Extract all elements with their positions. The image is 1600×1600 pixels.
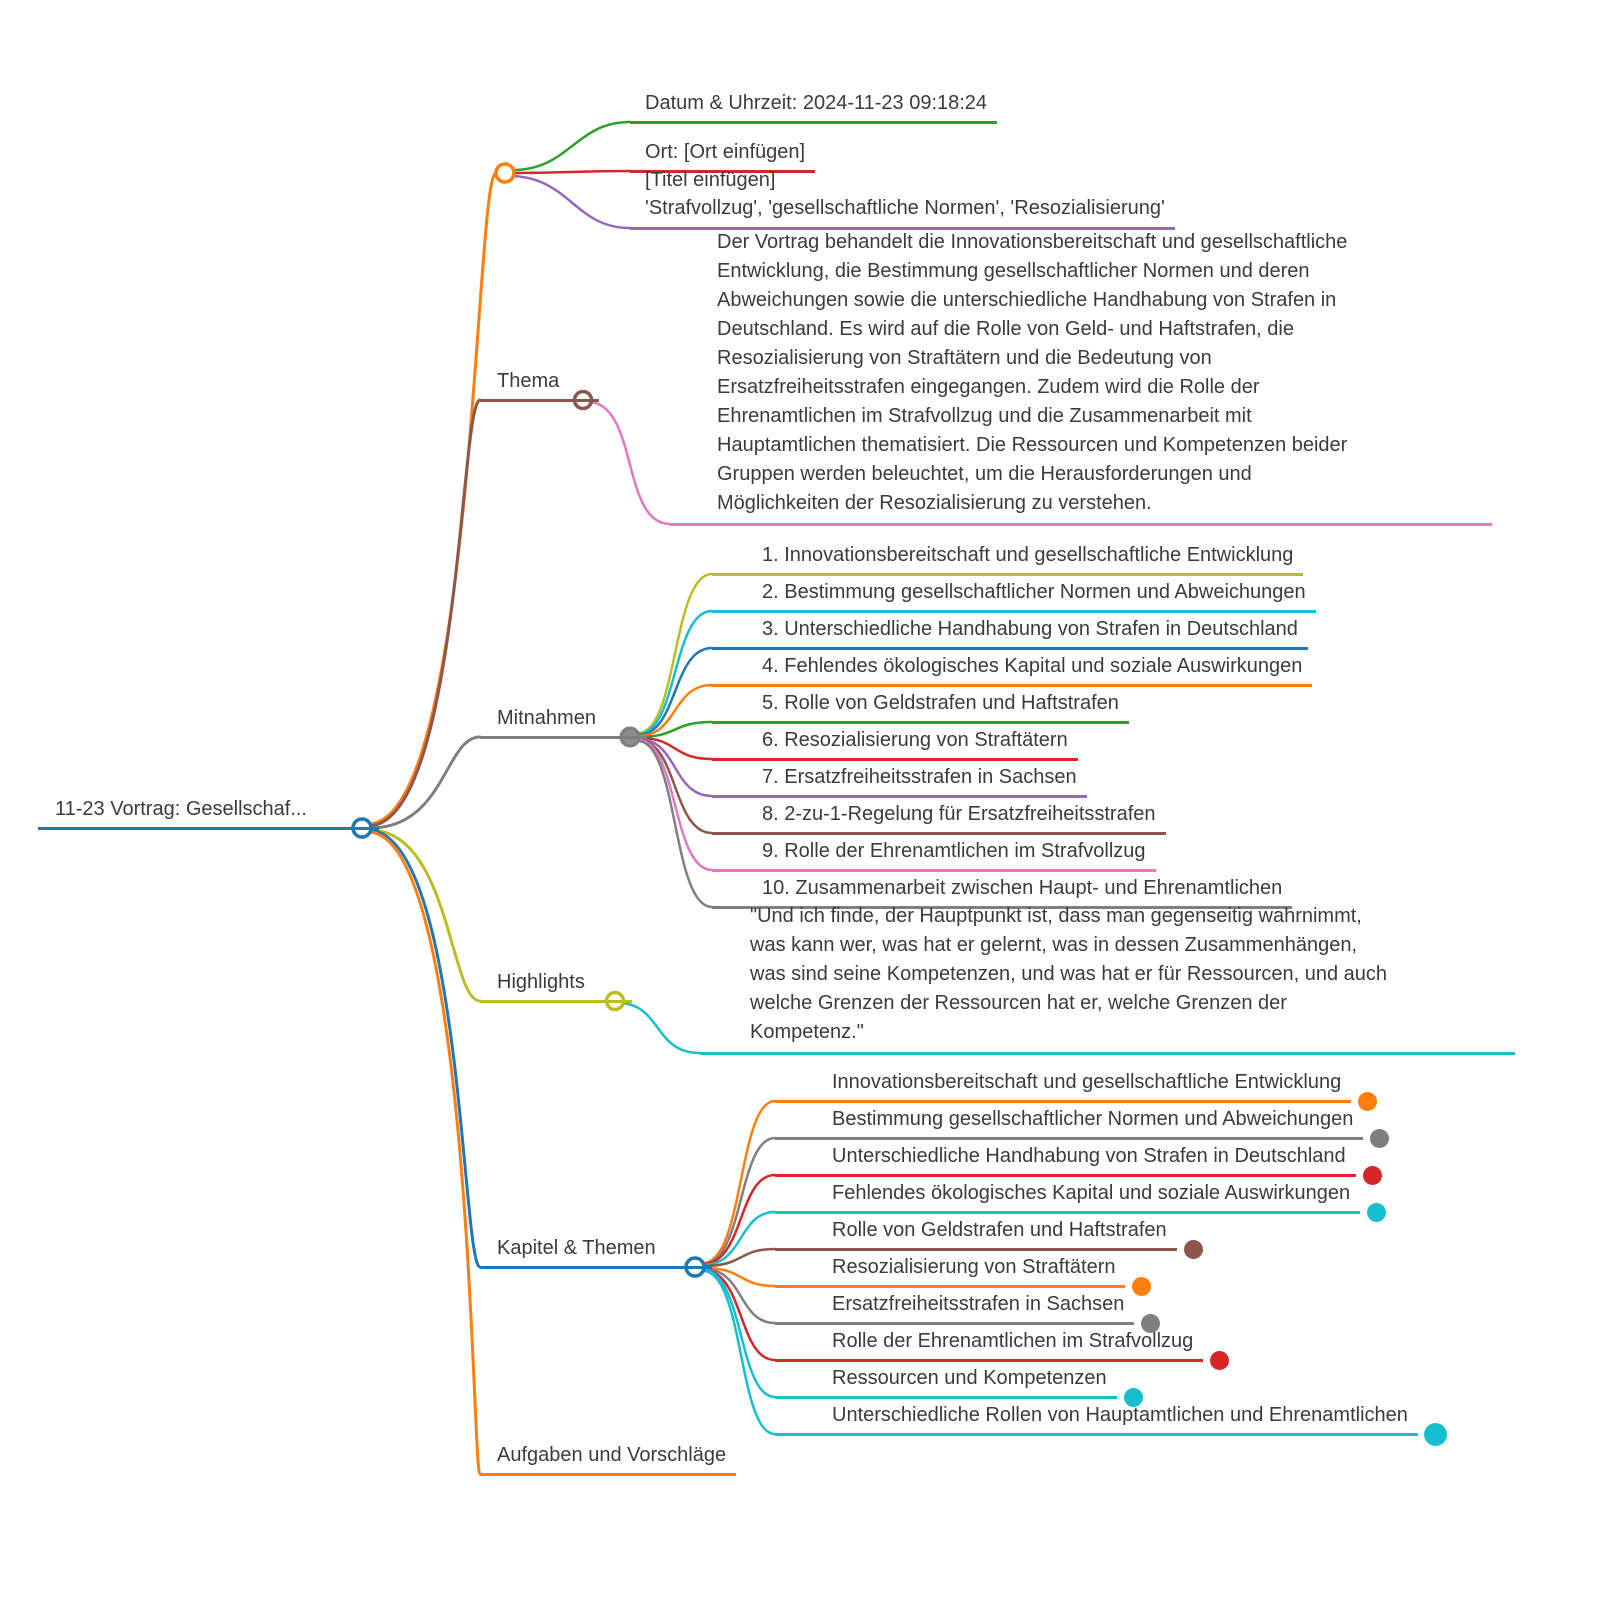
kapitel-item-label: Unterschiedliche Rollen von Hauptamtlich… [832,1404,1408,1426]
link-mitnahmen-10 [636,739,714,909]
kapitel-item-2[interactable]: Bestimmung gesellschaftlicher Normen und… [775,1106,1390,1148]
kapitel-item-label: Rolle von Geldstrafen und Haftstrafen [832,1219,1167,1241]
node-highlights[interactable]: Highlights [480,969,632,1003]
title-placeholder: [Titel einfügen] [645,169,776,191]
link-thema-text [589,400,672,526]
link-kapitel-2 [701,1136,777,1266]
node-aufgaben[interactable]: Aufgaben und Vorschläge [480,1442,737,1476]
kapitel-item-dot[interactable] [1362,1166,1382,1185]
node-location[interactable]: Ort: [Ort einfügen] [630,139,816,173]
link-kapitel-3 [701,1173,777,1266]
mitnahmen-item-8[interactable]: 8. 2-zu-1-Regelung für Ersatzfreiheitsst… [712,801,1166,835]
kapitel-item-3[interactable]: Unterschiedliche Handhabung von Strafen … [775,1143,1382,1185]
link-mitnahmen-5 [637,720,714,739]
link-root-aufgaben [366,830,482,1476]
kapitel-item-dot[interactable] [1210,1351,1230,1370]
kapitel-item-9[interactable]: Ressourcen und Kompetenzen [775,1365,1143,1407]
kapitel-item-dot[interactable] [1367,1203,1387,1222]
link-kapitel-4 [701,1210,777,1267]
link-root-highlights [368,828,482,1003]
link-info-datum [510,120,632,172]
link-mitnahmen-3 [636,646,714,737]
kapitel-item-6[interactable]: Resozialisierung von Straftätern [775,1254,1152,1296]
kapitel-item-label: Rolle der Ehrenamtlichen im Strafvollzug [832,1330,1194,1352]
kapitel-item-7[interactable]: Ersatzfreiheitsstrafen in Sachsen [775,1291,1161,1333]
node-thema[interactable]: Thema [480,368,599,402]
link-mitnahmen-7 [636,737,714,798]
link-kapitel-7 [702,1267,777,1325]
kapitel-item-dot[interactable] [1183,1240,1203,1259]
mitnahmen-item-1[interactable]: 1. Innovationsbereitschaft und gesellsch… [712,542,1304,576]
link-kapitel-1 [701,1099,777,1265]
node-kapitel[interactable]: Kapitel & Themen [480,1235,712,1269]
link-info-ort [512,169,632,175]
link-kapitel-9 [701,1268,777,1399]
kapitel-item-label: Innovationsbereitschaft und gesellschaft… [832,1071,1342,1093]
link-info-keywords [510,174,632,230]
kapitel-item-10[interactable]: Unterschiedliche Rollen von Hauptamtlich… [775,1402,1447,1446]
root-node[interactable]: 11-23 Vortrag: Gesellschaf... [38,796,379,830]
kapitel-item-dot[interactable] [1123,1388,1143,1407]
kapitel-item-label: Bestimmung gesellschaftlicher Normen und… [832,1108,1354,1130]
mitnahmen-item-10[interactable]: 10. Zusammenarbeit zwischen Haupt- und E… [712,875,1293,909]
kapitel-item-8[interactable]: Rolle der Ehrenamtlichen im Strafvollzug [775,1328,1230,1370]
link-kapitel-5 [702,1247,777,1268]
kapitel-item-1[interactable]: Innovationsbereitschaft und gesellschaft… [775,1069,1378,1111]
node-highlight-quote[interactable]: "Und ich finde, der Hauptpunkt ist, dass… [700,902,1515,1055]
keywords-text: 'Strafvollzug', 'gesellschaftliche Norme… [645,197,1165,219]
mitnahmen-item-7[interactable]: 7. Ersatzfreiheitsstrafen in Sachsen [712,764,1087,798]
kapitel-item-label: Resozialisierung von Straftätern [832,1256,1116,1278]
kapitel-item-dot[interactable] [1141,1314,1161,1333]
node-mitnahmen[interactable]: Mitnahmen [480,705,647,739]
link-mitnahmen-1 [636,572,714,735]
node-thema-text[interactable]: Der Vortrag behandelt die Innovationsber… [670,228,1492,526]
link-kapitel-6 [702,1266,777,1288]
link-mitnahmen-6 [637,736,714,761]
kapitel-item-dot[interactable] [1423,1423,1447,1446]
link-root-kapitel [366,828,482,1269]
link-highlights-quote [621,1001,702,1055]
mitnahmen-item-6[interactable]: 6. Resozialisierung von Straftätern [712,727,1078,761]
kapitel-item-4[interactable]: Fehlendes ökologisches Kapital und sozia… [775,1180,1387,1222]
node-circle-info[interactable] [494,162,516,184]
link-mitnahmen-4 [636,683,714,738]
kapitel-item-label: Ersatzfreiheitsstrafen in Sachsen [832,1293,1125,1315]
node-title-keywords[interactable]: [Titel einfügen] 'Strafvollzug', 'gesell… [630,166,1175,230]
kapitel-item-label: Unterschiedliche Handhabung von Strafen … [832,1145,1346,1167]
link-kapitel-10 [701,1269,777,1436]
link-root-thema [366,398,482,828]
kapitel-item-label: Ressourcen und Kompetenzen [832,1367,1107,1389]
mitnahmen-item-9[interactable]: 9. Rolle der Ehrenamtlichen im Strafvoll… [712,838,1156,872]
node-datetime[interactable]: Datum & Uhrzeit: 2024-11-23 09:18:24 [630,90,998,124]
kapitel-item-dot[interactable] [1358,1092,1378,1111]
kapitel-item-label: Fehlendes ökologisches Kapital und sozia… [832,1182,1351,1204]
link-mitnahmen-9 [636,738,714,872]
mitnahmen-item-2[interactable]: 2. Bestimmung gesellschaftlicher Normen … [712,579,1316,613]
mitnahmen-item-4[interactable]: 4. Fehlendes ökologisches Kapital und so… [712,653,1313,687]
kapitel-item-dot[interactable] [1370,1129,1390,1148]
mitnahmen-item-3[interactable]: 3. Unterschiedliche Handhabung von Straf… [712,616,1308,650]
link-root-mitnahmen [368,735,482,830]
link-mitnahmen-2 [636,609,714,736]
kapitel-item-dot[interactable] [1132,1277,1152,1296]
kapitel-item-5[interactable]: Rolle von Geldstrafen und Haftstrafen [775,1217,1203,1259]
mitnahmen-item-5[interactable]: 5. Rolle von Geldstrafen und Haftstrafen [712,690,1129,724]
